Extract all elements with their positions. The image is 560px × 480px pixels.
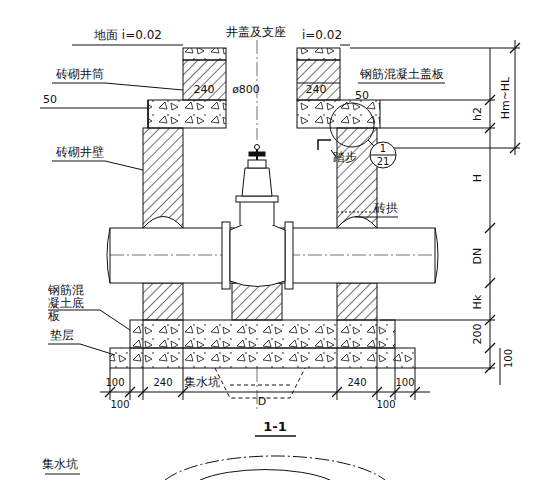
- part-label: 240: [153, 377, 172, 388]
- dimension-text: 100: [504, 348, 515, 367]
- part-label: 砖拱: [374, 202, 398, 215]
- part-label: 踏步: [333, 151, 357, 164]
- part-label: 1-1: [263, 420, 287, 434]
- part-label: 钢筋混凝土盖板: [360, 68, 444, 81]
- dimension-text: h2: [472, 107, 484, 121]
- part-label: 垫层: [50, 329, 74, 342]
- part-label: 100: [376, 399, 395, 410]
- section-number: 1: [369, 144, 397, 154]
- dimension-text: Hm~HL: [500, 77, 512, 120]
- part-label: 100: [110, 399, 129, 410]
- dimension-text: H: [472, 174, 484, 182]
- part-label: 240: [306, 84, 327, 96]
- dimension-text: 200: [472, 324, 484, 345]
- part-label: 240: [347, 377, 366, 388]
- part-label: 集水坑: [42, 458, 78, 471]
- part-label: 50: [355, 90, 369, 102]
- part-label: D: [258, 396, 266, 408]
- dimension-text: DN: [472, 248, 484, 265]
- part-label: 地面 i=0.02: [94, 29, 162, 42]
- section-symbol: 121: [369, 141, 397, 169]
- part-label: 240: [194, 84, 215, 96]
- part-label: 井盖及支座: [226, 26, 286, 39]
- part-label: 50: [43, 94, 57, 106]
- part-label: 100: [105, 377, 124, 388]
- part-label: 集水坑: [184, 376, 220, 389]
- part-label: 100: [395, 377, 414, 388]
- part-label: i=0.02: [302, 29, 342, 42]
- dimension-text: Hk: [472, 295, 484, 310]
- part-label: 砖砌井筒: [56, 68, 104, 81]
- part-label: ø800: [232, 84, 260, 96]
- part-label: 砖砌井壁: [56, 146, 104, 159]
- section-number: 21: [369, 157, 397, 167]
- part-label: 钢筋混 凝土底板: [48, 284, 94, 324]
